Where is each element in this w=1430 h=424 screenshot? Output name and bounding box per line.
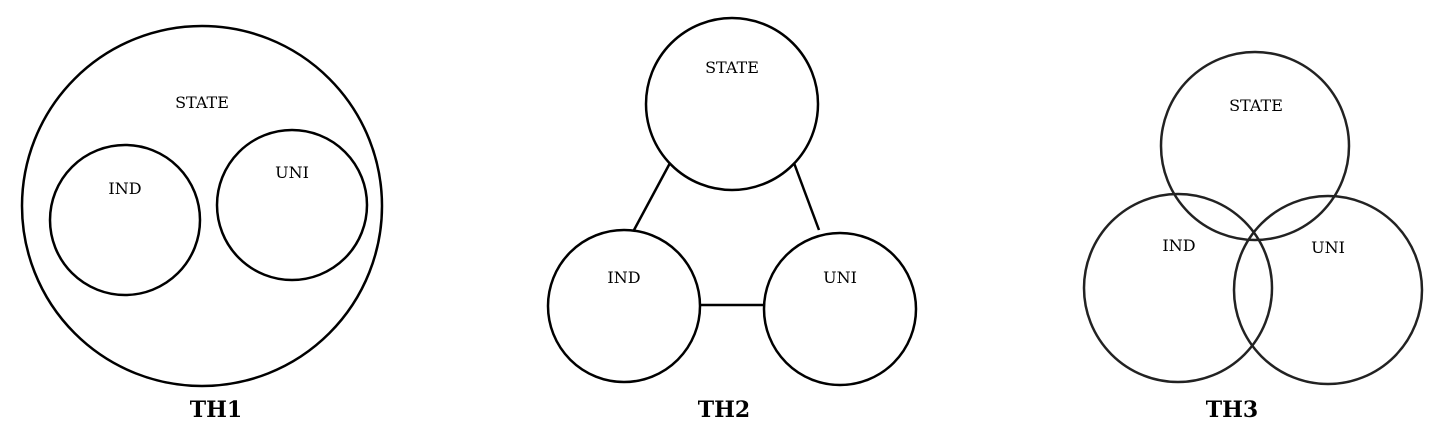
th2-ind-circle — [546, 228, 702, 384]
th2-caption: TH2 — [698, 397, 750, 423]
th3-ind-label: IND — [1162, 236, 1195, 255]
th3-caption: TH3 — [1206, 397, 1258, 423]
th2-state-circle — [644, 16, 820, 192]
th1-ind-label: IND — [108, 179, 141, 198]
th2-state-ind-link — [632, 162, 672, 231]
th1-uni-label: UNI — [275, 163, 309, 182]
th2-uni-label: UNI — [823, 268, 857, 287]
th2-uni-circle — [762, 231, 918, 387]
th2-ind-label: IND — [607, 268, 640, 287]
th1-ind-circle — [48, 143, 202, 297]
th2-state-label: STATE — [705, 58, 759, 77]
th1-uni-circle — [215, 128, 369, 282]
th2-state-uni-link — [792, 162, 821, 231]
th1-caption: TH1 — [190, 397, 242, 423]
th2-diagram: STATE IND UNI TH2 — [546, 16, 918, 423]
th3-ind-circle — [1082, 192, 1274, 384]
th3-state-label: STATE — [1229, 96, 1283, 115]
th1-diagram: STATE IND UNI TH1 — [20, 24, 384, 423]
th1-state-label: STATE — [175, 93, 229, 112]
th3-uni-circle — [1232, 194, 1424, 386]
th3-uni-label: UNI — [1311, 238, 1345, 257]
th3-diagram: STATE IND UNI TH3 — [1082, 50, 1424, 423]
th1-state-circle — [20, 24, 384, 388]
th3-state-circle — [1159, 50, 1351, 242]
